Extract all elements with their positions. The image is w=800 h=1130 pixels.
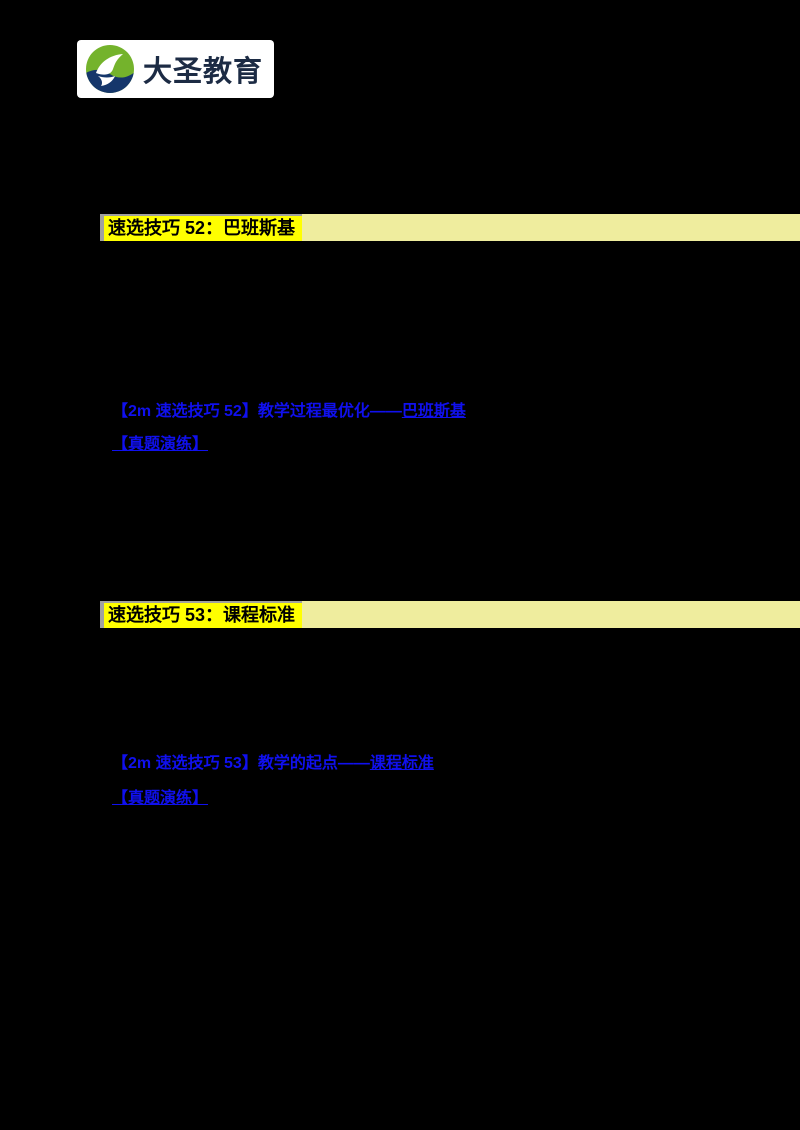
brand-bird-icon [86, 45, 134, 93]
logo: 大圣教育 [77, 40, 274, 98]
section-53-video-link-line: 【2m 速选技巧 53】教学的起点——课程标准 [112, 753, 434, 775]
section-52-heading-row: 速选技巧 52：巴班斯基 [100, 214, 800, 241]
video-link-53-text: 【2m 速选技巧 53】教学的起点—— [112, 755, 370, 772]
section-53-heading: 速选技巧 53：课程标准 [104, 601, 303, 628]
practice-link-52[interactable]: 【真题演练】 [112, 436, 209, 453]
section-52-practice-line: 【真题演练】 [112, 434, 208, 456]
section-52-heading: 速选技巧 52：巴班斯基 [104, 214, 303, 241]
brand-name: 大圣教育 [143, 56, 264, 88]
section-53-practice-line: 【真题演练】 [112, 788, 208, 810]
section-53-heading-row: 速选技巧 53：课程标准 [100, 601, 800, 628]
video-link-52-text: 【2m 速选技巧 52】教学过程最优化—— [112, 403, 402, 420]
section-52-video-link-line: 【2m 速选技巧 52】教学过程最优化——巴班斯基 [112, 401, 466, 423]
practice-link-53[interactable]: 【真题演练】 [112, 790, 209, 807]
video-link-52-target: 巴班斯基 [401, 403, 466, 420]
video-link-53[interactable]: 【2m 速选技巧 53】教学的起点——课程标准 [112, 755, 434, 772]
video-link-52[interactable]: 【2m 速选技巧 52】教学过程最优化——巴班斯基 [112, 403, 466, 420]
video-link-53-target: 课程标准 [369, 755, 434, 772]
